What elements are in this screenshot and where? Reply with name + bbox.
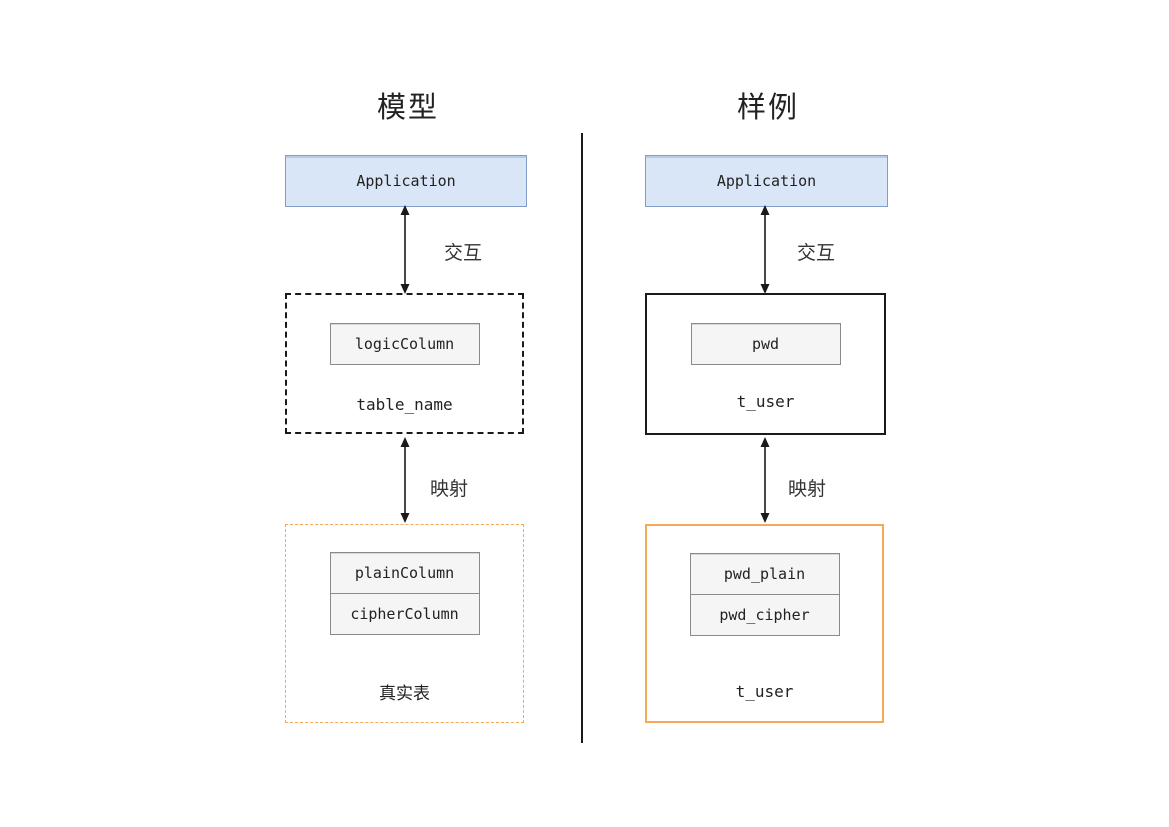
left-real-table-box: plainColumn cipherColumn 真实表 — [285, 524, 524, 723]
right-application-box: Application — [645, 155, 888, 207]
left-column-title: 模型 — [376, 90, 439, 124]
logic-column-field: logicColumn — [354, 335, 455, 353]
left-interaction-arrow — [400, 205, 410, 294]
right-logic-table-name: t_user — [736, 392, 795, 411]
plain-column-field: plainColumn — [354, 564, 455, 582]
right-real-field-stack: pwd_plain pwd_cipher — [689, 553, 840, 636]
right-mapping-label: 映射 — [788, 478, 827, 500]
left-mapping-arrow — [400, 437, 410, 523]
right-mapping-arrow — [760, 437, 770, 523]
pwd-cipher-field: pwd_cipher — [690, 594, 839, 635]
left-application-label: Application — [356, 172, 456, 190]
pwd-plain-field: pwd_plain — [723, 565, 806, 583]
left-logic-table-name: table_name — [356, 395, 453, 414]
left-logic-table-box: logicColumn table_name — [285, 293, 524, 434]
right-interaction-arrow — [760, 205, 770, 294]
pwd-field: pwd — [751, 335, 780, 353]
left-interaction-label: 交互 — [444, 242, 483, 264]
left-application-box: Application — [285, 155, 527, 207]
left-mapping-label: 映射 — [430, 478, 469, 500]
right-interaction-label: 交互 — [797, 242, 836, 264]
column-divider — [581, 133, 583, 743]
right-logic-field-stack: pwd — [690, 323, 841, 365]
left-real-table-name: 真实表 — [379, 684, 430, 704]
right-logic-table-box: pwd t_user — [645, 293, 886, 435]
right-application-label: Application — [716, 172, 817, 190]
cipher-column-field: cipherColumn — [330, 593, 479, 634]
right-column-title: 样例 — [736, 90, 799, 124]
right-real-table-box: pwd_plain pwd_cipher t_user — [645, 524, 884, 723]
right-real-table-name: t_user — [735, 682, 794, 701]
left-logic-field-stack: logicColumn — [329, 323, 480, 365]
left-real-field-stack: plainColumn cipherColumn — [329, 552, 480, 635]
